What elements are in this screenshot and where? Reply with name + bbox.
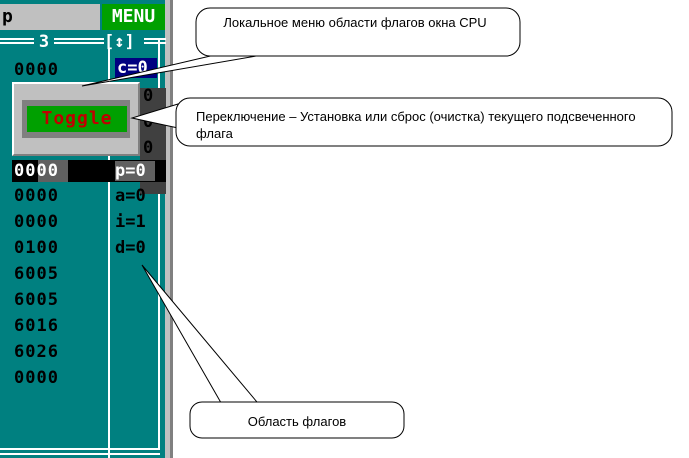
title-text: p	[2, 6, 13, 27]
pane-top-line-3	[144, 38, 166, 40]
menu-button[interactable]: MENU	[102, 4, 165, 30]
register-value[interactable]: 0000	[14, 368, 59, 388]
window-right-border	[165, 0, 170, 458]
register-value[interactable]: 6026	[14, 342, 59, 362]
callout-box-flags-area	[189, 401, 405, 439]
register-value-highlighted[interactable]: 0000	[14, 161, 59, 181]
hidden-flag-value: 0	[143, 138, 154, 158]
register-value[interactable]: 0000	[14, 212, 59, 232]
register-value[interactable]: 0000	[14, 186, 59, 206]
flag-i[interactable]: i=1	[115, 212, 146, 232]
bottom-line-1	[0, 448, 160, 450]
callout-toggle-text: Переключение – Установка или сброс (очис…	[196, 109, 636, 141]
callout-local-menu-text: Локальное меню области флагов окна CPU	[223, 15, 487, 30]
pane-number: 3	[34, 32, 54, 52]
register-value[interactable]: 0100	[14, 238, 59, 258]
callout-pointer-flags-area	[141, 264, 264, 409]
toggle-menu-item[interactable]: Toggle	[27, 106, 127, 132]
pane-top-line-4	[144, 42, 166, 44]
highlight-row-value-bg	[38, 160, 68, 182]
register-value[interactable]: 6005	[14, 264, 59, 284]
right-inner-border	[158, 40, 160, 450]
title-bar	[0, 4, 100, 30]
hidden-flag-value: 0	[143, 86, 154, 106]
callout-pointer-toggle	[130, 103, 179, 129]
bottom-line-2	[0, 453, 160, 455]
flags-divider	[108, 48, 110, 458]
register-value[interactable]: 6005	[14, 290, 59, 310]
pane-resize-marker[interactable]: [↕]	[104, 32, 135, 52]
flag-a[interactable]: a=0	[115, 186, 146, 206]
callout-box-local-menu	[195, 7, 521, 57]
flag-p[interactable]: p=0	[115, 161, 155, 181]
register-value[interactable]: 6016	[14, 316, 59, 336]
callout-box-toggle	[175, 97, 673, 147]
callout-flags-area-text: Область флагов	[247, 414, 347, 429]
flag-d[interactable]: d=0	[115, 238, 146, 258]
register-value[interactable]: 0000	[14, 60, 59, 80]
window-right-border-dark	[170, 0, 173, 458]
